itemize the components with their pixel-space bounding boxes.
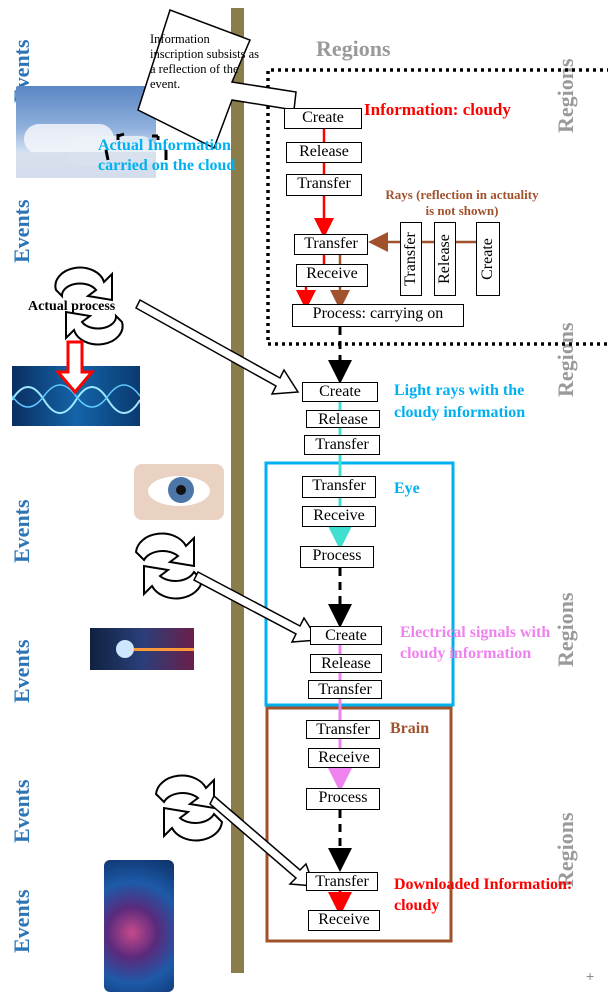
actual-process-label: Actual process: [28, 299, 116, 314]
rays-step-release: Release: [434, 222, 456, 296]
rays-step-transfer: Transfer: [400, 222, 422, 296]
light-step-transfer: Transfer: [304, 435, 380, 455]
process-arrow-1: [135, 298, 300, 395]
actual-info-label: Actual Information carried on the cloud: [98, 137, 236, 174]
timeline-pole: [231, 8, 244, 973]
brain-image: [104, 860, 174, 992]
callout-text: Information inscription subsists as a re…: [150, 32, 260, 91]
cloud-step-transfer-2: Transfer: [294, 234, 368, 255]
neuron-image: [90, 628, 194, 670]
callout-shape: [137, 9, 297, 150]
eye-region-border: [264, 461, 455, 707]
title-light-rays: Light rays with the cloudy information: [394, 382, 526, 421]
light-step-create: Create: [302, 382, 378, 402]
cloud-step-process: Process: carrying on: [292, 304, 464, 327]
brain-step-transfer: Transfer: [306, 720, 380, 739]
down-arrow-icon: [54, 340, 96, 395]
title-electrical: Electrical signals with cloudy informati…: [400, 624, 551, 662]
cycle-icon-1: [54, 266, 124, 346]
brain-step-receive-2: Receive: [308, 910, 380, 931]
signal-step-transfer: Transfer: [308, 680, 382, 699]
brain-step-receive: Receive: [308, 748, 380, 768]
process-arrow-2: [193, 570, 320, 643]
brain-step-transfer-2: Transfer: [306, 872, 378, 891]
title-brain: Brain: [390, 720, 430, 737]
eye-step-transfer: Transfer: [302, 476, 376, 498]
light-step-release: Release: [306, 410, 380, 428]
regions-title: Regions: [316, 36, 391, 61]
eye-step-receive: Receive: [302, 506, 376, 527]
signal-step-release: Release: [310, 654, 382, 673]
title-info-cloudy: Information: cloudy: [364, 100, 511, 119]
cloud-step-create: Create: [284, 108, 362, 129]
eye-image: [134, 464, 224, 520]
cloud-image: [16, 86, 156, 178]
cycle-icon-3: [154, 774, 224, 842]
title-downloaded: Downloaded Information: cloudy: [394, 876, 573, 914]
process-arrow-3: [209, 794, 316, 887]
cycle-icon-2: [134, 532, 204, 600]
rays-note: Rays (reflection in actuality is not sho…: [385, 187, 539, 218]
cloud-step-release: Release: [286, 142, 362, 163]
signal-step-create: Create: [310, 626, 382, 645]
brain-region-border: [265, 706, 453, 943]
title-eye: Eye: [394, 480, 420, 497]
brain-step-process: Process: [306, 788, 380, 810]
corner-mark: +: [586, 968, 595, 984]
cloud-step-transfer: Transfer: [286, 174, 362, 196]
eye-step-process: Process: [300, 546, 374, 568]
cloud-step-receive: Receive: [296, 264, 368, 287]
rays-step-create: Create: [476, 222, 500, 296]
